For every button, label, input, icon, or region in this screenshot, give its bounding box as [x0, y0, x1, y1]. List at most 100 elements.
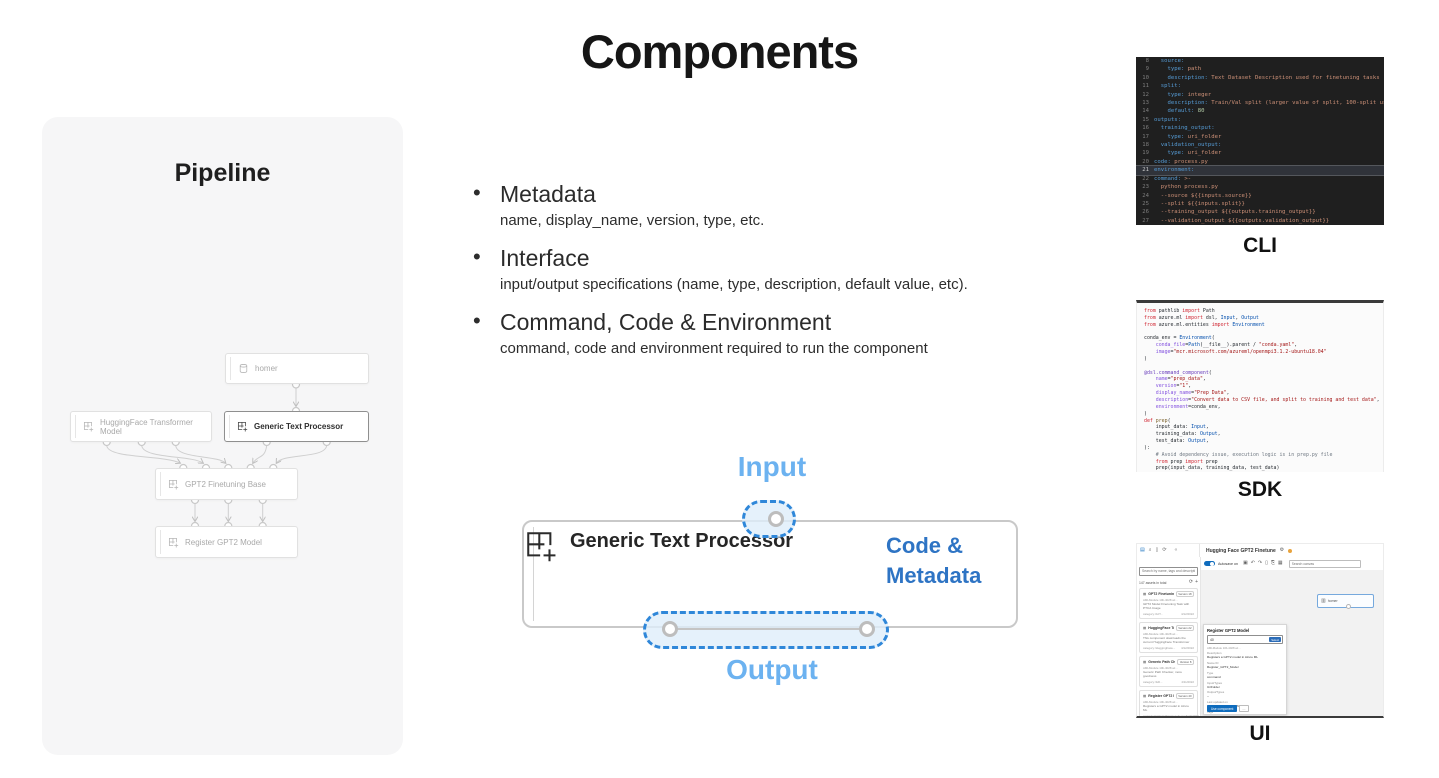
ui-main: Autosave on ▣ ↶ ↷ ▯ ⎘ ▦ ▥ homer Register…	[1201, 557, 1383, 716]
detail-title: Register GPT2 Model	[1207, 628, 1250, 633]
refresh-icon[interactable]: ⟳	[1188, 579, 1194, 585]
pipeline-title-text: Hugging Face GPT2 Finetune	[1206, 547, 1276, 554]
code-line: training_data: Output,	[1144, 431, 1221, 438]
refresh-icon[interactable]: ⟳	[1162, 547, 1167, 553]
component-icon	[83, 421, 94, 432]
pipeline-canvas[interactable]: ▥ homer Register GPT2 Model 40 Select AM…	[1201, 570, 1383, 716]
code-line: )	[1144, 410, 1147, 417]
code-line	[1144, 329, 1383, 336]
card-description: This component downloads the current Hug…	[1143, 637, 1190, 645]
bullet-interface: Interface input/output specifications (n…	[471, 243, 1121, 295]
assets-count-row: 147 assets in total ⟳ +	[1139, 580, 1198, 585]
cli-caption: CLI	[1243, 234, 1277, 257]
canvas-node-port[interactable]	[1345, 604, 1351, 609]
pipeline-panel-title: Pipeline	[174, 159, 271, 187]
pipeline-node-dataset: homer	[225, 353, 369, 384]
code-line: 11 split:	[1142, 83, 1181, 90]
version-badge: Version 8	[1177, 659, 1194, 666]
detail-meta: AMLModule 10b-4028 az...	[1207, 645, 1241, 650]
code-line: 14 default: 80	[1142, 108, 1205, 115]
code-line: 12 type: integer	[1142, 91, 1212, 98]
layout-icon[interactable]: ▦	[1277, 560, 1283, 566]
gear-icon[interactable]: ⚙	[1279, 547, 1285, 553]
component-icon	[168, 537, 179, 547]
code-line: 27 --validation_output ${{outputs.valida…	[1142, 217, 1330, 224]
dataset-icon: ▥	[1321, 597, 1326, 604]
code-metadata-label: Code & Metadata	[886, 533, 982, 588]
code-line: prep(input_data, training_data, test_dat…	[1144, 465, 1280, 472]
pipeline-node-processor: Generic Text Processor	[224, 411, 369, 442]
node-label: Generic Text Processor	[254, 422, 344, 431]
more-button[interactable]: …	[1239, 705, 1249, 712]
code-line: 19 type: uri_folder	[1142, 150, 1222, 157]
autosave-toggle[interactable]	[1204, 560, 1215, 567]
canvas-node-homer[interactable]: ▥ homer	[1317, 594, 1374, 609]
copy-icon[interactable]: ⎘	[1270, 560, 1275, 566]
page-title: Components	[580, 25, 859, 78]
redo-icon[interactable]: ↷	[1257, 560, 1263, 566]
component-icon: ▦	[1143, 592, 1147, 596]
component-icon: ▦	[1143, 694, 1147, 699]
version-dropdown[interactable]: 40 Select	[1207, 635, 1283, 644]
code-line: ):	[1144, 444, 1150, 451]
search-icon[interactable]: ⌕	[1148, 547, 1152, 553]
component-icon	[527, 532, 556, 562]
code-line: 24 --source ${{inputs.source}}	[1142, 192, 1252, 199]
code-line: 16 training_output:	[1142, 125, 1215, 132]
version-badge: Version 18	[1175, 591, 1194, 597]
autosave-label: Autosave on	[1218, 561, 1238, 566]
component-card[interactable]: ▦GPT2 Finetuning/PTCAVersion 18AMLModule…	[1139, 588, 1198, 620]
code-line: image="mcr.microsoft.com/azureml/openmpi…	[1155, 349, 1327, 356]
component-title: Generic Text Processor	[570, 530, 794, 552]
code-line: conda_env = Environment(	[1144, 335, 1215, 342]
component-card[interactable]: ▦Register GPT2 ModelVersion 40AMLModule …	[1139, 690, 1199, 716]
card-title: GPT2 Finetuning/PTCA	[1148, 592, 1174, 596]
card-footer: contactsdatahelp@microsoft.com4/12/2022	[1143, 714, 1199, 716]
component-icon	[237, 421, 248, 432]
output-port-right	[859, 621, 875, 637]
undo-icon[interactable]: ↶	[1250, 560, 1255, 566]
code-line: environment=conda_env,	[1155, 403, 1221, 410]
modules-icon[interactable]: ▤	[1140, 547, 1145, 553]
component-card-list: ▦GPT2 Finetuning/PTCAVersion 18AMLModule…	[1139, 588, 1199, 716]
code-line: from azure.ml.entities import Environmen…	[1144, 321, 1265, 328]
collapse-icon[interactable]: «	[1174, 547, 1178, 553]
code-line: from prep import prep	[1155, 458, 1218, 465]
card-footer: category:/HuggingFace...4/12/2022	[1143, 646, 1194, 651]
code-line: 23 python process.py	[1142, 184, 1218, 191]
ui-caption: UI	[1249, 722, 1271, 745]
alert-icon	[1288, 548, 1293, 553]
canvas-search-input[interactable]	[1288, 559, 1361, 568]
node-label: Register GPT2 Model	[185, 537, 262, 547]
bullet-detail: command, code and environment required t…	[500, 340, 928, 357]
bullet-heading: Command, Code & Environment	[500, 309, 832, 335]
select-button[interactable]: Select	[1269, 637, 1281, 642]
add-icon[interactable]: +	[1195, 579, 1198, 585]
use-component-button[interactable]: Use component	[1207, 705, 1238, 712]
card-footer: category:/IsD...4/11/2022	[1143, 680, 1194, 685]
bullet-detail: input/output specifications (name, type,…	[500, 276, 968, 293]
node-label: HuggingFace Transformer Model	[100, 417, 193, 436]
component-card[interactable]: ▦Generic Path CheckerVersion 8AMLModule …	[1139, 656, 1198, 688]
save-icon[interactable]: ▣	[1242, 560, 1248, 566]
card-description: Generic Path Checker, more goodness	[1143, 671, 1183, 678]
code-line: conda_file=Path(__file__).parent / "cond…	[1155, 342, 1298, 349]
code-line: name="prep_data",	[1155, 376, 1206, 383]
code-line: 8 source:	[1145, 58, 1185, 64]
output-label: Output	[726, 654, 818, 685]
asset-search-input[interactable]	[1139, 566, 1198, 576]
delete-icon[interactable]: ▯	[1265, 560, 1268, 566]
code-line: from pathlib import Path	[1144, 308, 1215, 314]
code-line	[1144, 363, 1383, 370]
output-port-highlight	[643, 611, 889, 649]
delete-icon[interactable]: ▯	[1155, 547, 1159, 553]
canvas-node-label: homer	[1327, 599, 1338, 603]
component-card[interactable]: ▦HuggingFace Transformer ...Version 22AM…	[1139, 622, 1198, 654]
